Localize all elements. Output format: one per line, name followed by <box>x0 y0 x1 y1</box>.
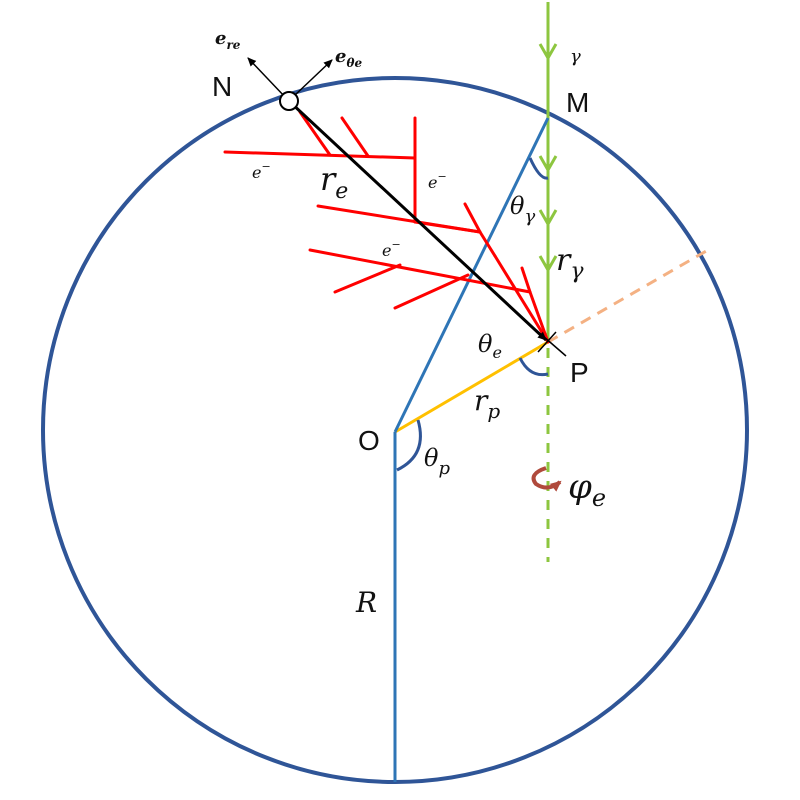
electron-shower <box>223 110 550 344</box>
rp-line <box>394 340 549 434</box>
p-cross-mark-2 <box>537 331 557 353</box>
p-cross-mark <box>535 329 567 357</box>
label-theta-gamma: θγ <box>510 192 535 227</box>
gamma-direction-arrows <box>538 43 558 274</box>
label-r-p: rp <box>474 384 500 423</box>
point-n-marker <box>279 91 299 111</box>
label-point-o: O <box>358 425 380 456</box>
e-re-vector <box>247 57 287 99</box>
theta-e-arc <box>518 357 549 377</box>
re-line <box>288 100 548 342</box>
label-r-e: re <box>320 160 348 204</box>
label-e-re: ere <box>215 28 241 52</box>
label-point-m: M <box>566 87 589 118</box>
phi-e-rotation-icon <box>531 466 562 492</box>
label-phi-e: φe <box>568 467 606 512</box>
label-r-gamma: rγ <box>556 243 584 284</box>
label-e-theta-e: eθe <box>335 46 362 70</box>
label-point-p: P <box>570 357 589 388</box>
e-theta-e-vector <box>293 59 333 97</box>
label-point-n: N <box>212 71 232 102</box>
om-line <box>393 117 550 433</box>
label-gamma: γ <box>570 46 581 67</box>
theta-gamma-arc <box>528 157 549 180</box>
label-electron-3: e− <box>382 238 401 260</box>
label-electron-2: e− <box>428 170 447 192</box>
label-radius-r: R <box>355 586 377 619</box>
label-electron-1: e− <box>252 160 271 182</box>
theta-p-arc <box>396 419 422 472</box>
label-theta-p: θp <box>424 444 450 479</box>
label-theta-e: θe <box>478 330 502 362</box>
orange-dashed-extension <box>547 248 709 344</box>
